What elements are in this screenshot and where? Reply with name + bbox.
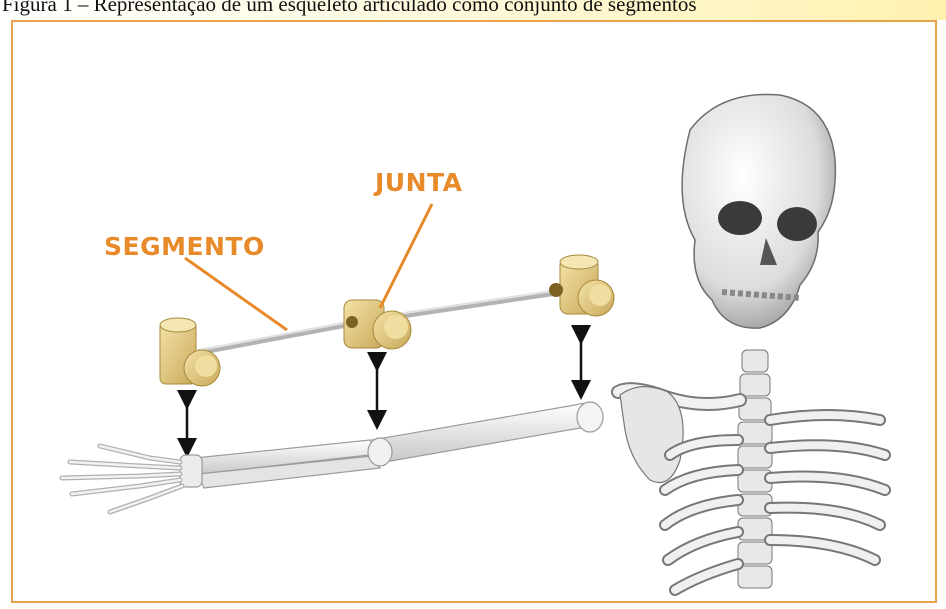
joint-leader-line: [380, 204, 432, 308]
segment-rod-2-highlight: [385, 290, 560, 316]
skeleton-arm: [62, 402, 603, 512]
scapula: [620, 387, 683, 483]
segment-label: SEGMENTO: [104, 232, 265, 261]
ribs: [665, 415, 885, 590]
skeleton-torso: [618, 94, 885, 590]
segment-leader-line: [185, 258, 287, 330]
skull-eye-left: [718, 201, 762, 235]
joint-label: JUNTA: [375, 168, 463, 197]
joint-wrist-model: [549, 255, 614, 316]
skull-eye-right: [777, 207, 817, 241]
joint-shoulder-model: [160, 318, 220, 386]
segment-rod-2: [385, 292, 560, 318]
joint-elbow-model: [344, 300, 411, 349]
